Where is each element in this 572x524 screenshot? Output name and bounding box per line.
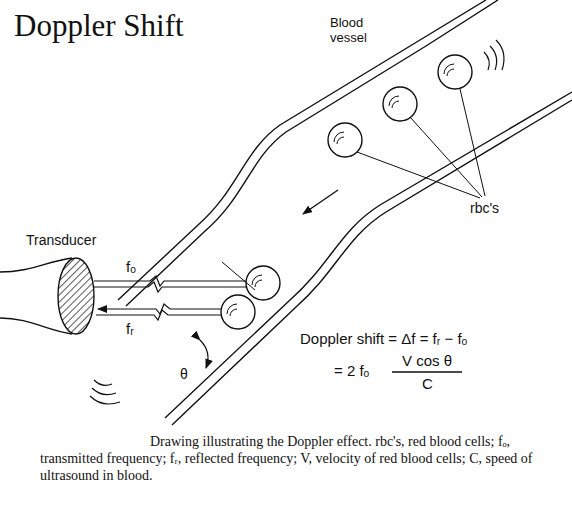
part-label: Transducer bbox=[26, 232, 96, 248]
red-blood-cells bbox=[221, 55, 472, 329]
diagram-title: Doppler Shift bbox=[14, 8, 184, 44]
angle-arc bbox=[200, 340, 208, 368]
flow-arrow bbox=[303, 190, 338, 214]
fraction-bar bbox=[392, 371, 462, 372]
equation: Doppler shift = Δf = fᵣ − fₒ bbox=[300, 330, 467, 347]
figure-caption: Drawing illustrating the Doppler effect.… bbox=[40, 434, 550, 484]
part-label: Blood vessel bbox=[330, 16, 382, 46]
cell-shading bbox=[227, 64, 454, 316]
equation: V cos θ bbox=[402, 352, 452, 369]
equation: = 2 fₒ bbox=[334, 362, 369, 379]
leader-lines bbox=[222, 89, 485, 290]
signal-label: fₒ bbox=[126, 258, 136, 275]
part-label: rbc's bbox=[470, 200, 499, 216]
transducer-symbol bbox=[0, 258, 94, 334]
signal-label: fᵣ bbox=[126, 320, 134, 337]
equation: C bbox=[422, 375, 433, 392]
vessel-walls bbox=[118, 0, 572, 425]
angle-label: θ bbox=[180, 366, 188, 382]
sound-waves bbox=[90, 40, 504, 404]
